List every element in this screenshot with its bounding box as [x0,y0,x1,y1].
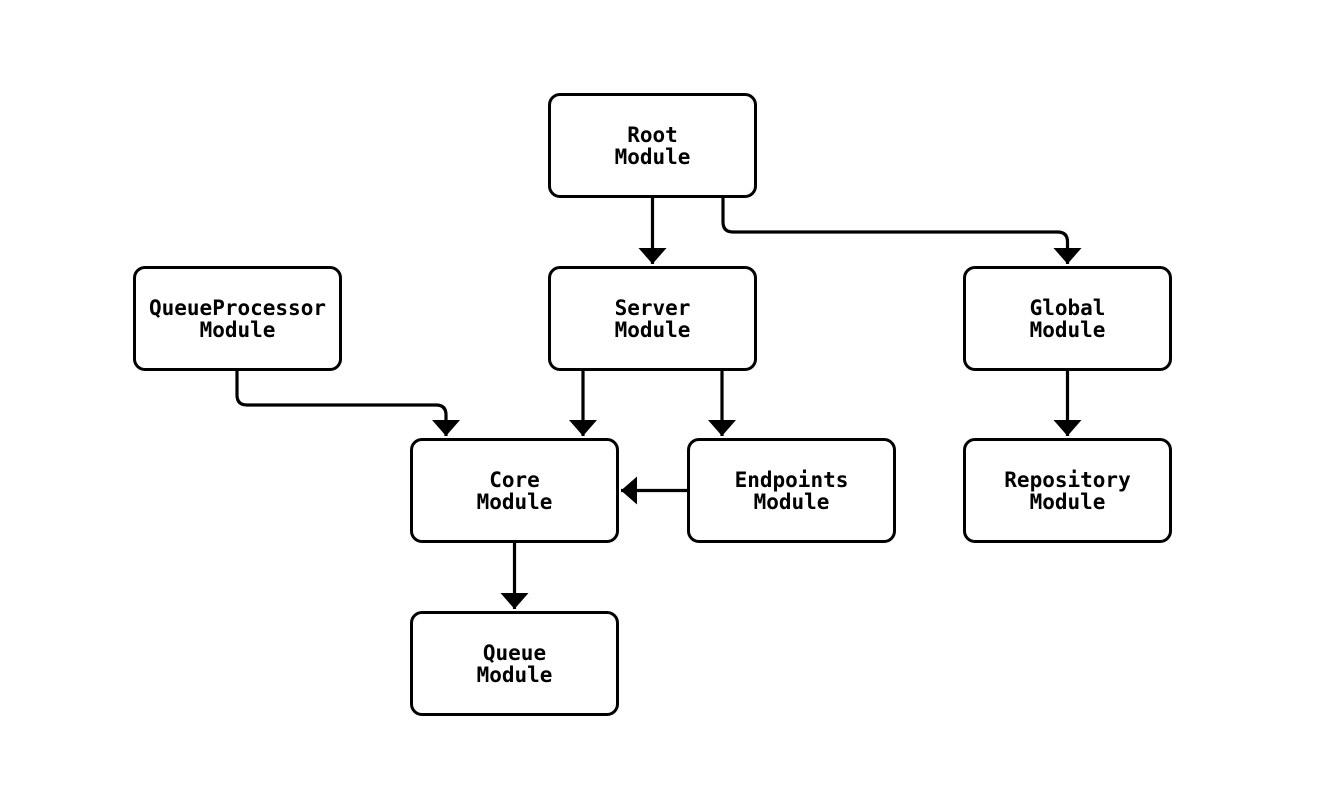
node-label: Global Module [1029,295,1106,342]
node-server-module: Server Module [548,266,757,371]
node-label: Root Module [614,122,691,169]
node-queueprocessor-module: QueueProcessor Module [133,266,342,371]
node-label: QueueProcessor Module [148,295,326,342]
node-global-module: Global Module [963,266,1172,371]
node-label: Queue Module [476,640,553,687]
node-core-module: Core Module [410,438,619,543]
node-repository-module: Repository Module [963,438,1172,543]
node-label: Core Module [476,467,553,514]
edge-queueprocessor-to-core [235,371,460,436]
edge-root-to-global [721,198,1082,264]
node-label: Endpoints Module [734,467,849,514]
node-root-module: Root Module [548,93,757,198]
node-endpoints-module: Endpoints Module [687,438,896,543]
node-queue-module: Queue Module [410,611,619,716]
node-label: Repository Module [1004,467,1131,514]
node-label: Server Module [614,295,691,342]
